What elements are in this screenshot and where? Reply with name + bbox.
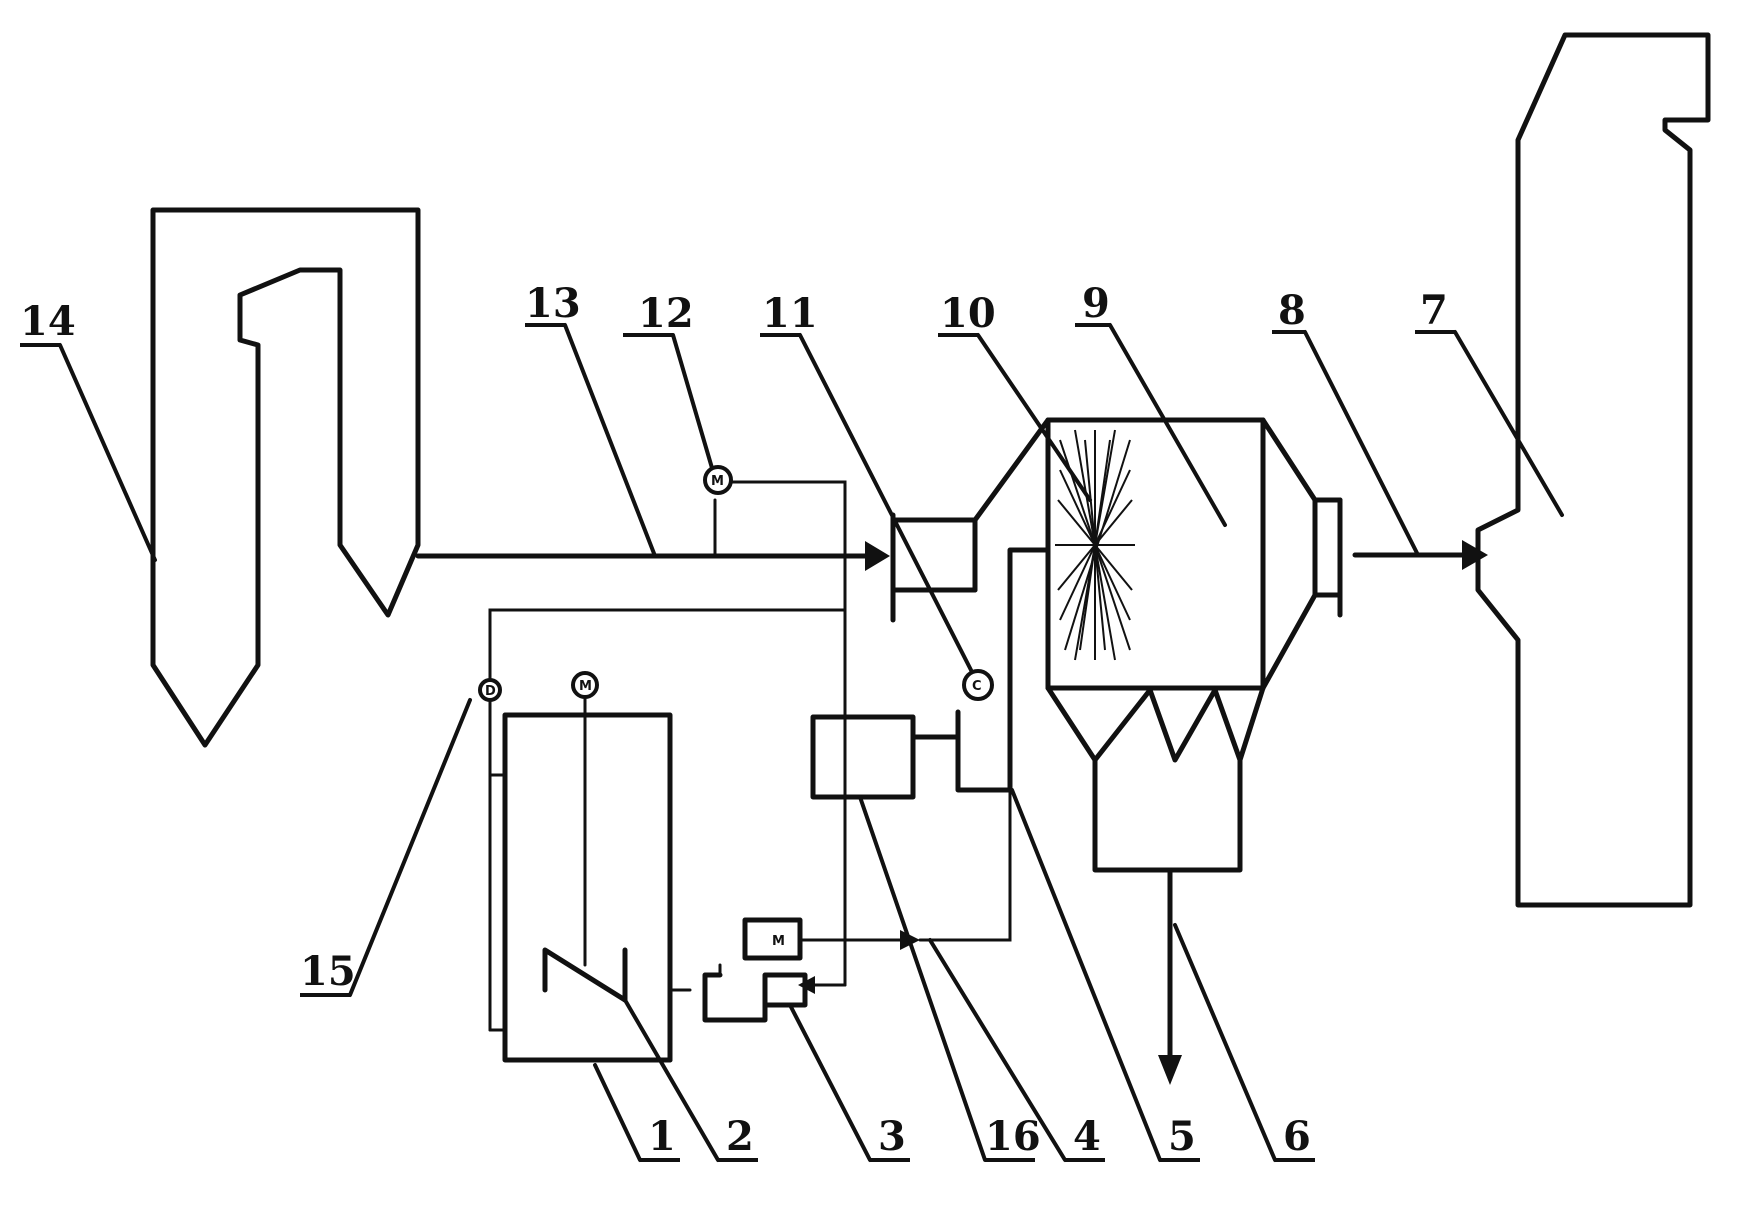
label-14: 14 [20,298,76,345]
electrode-discharge [1055,429,1135,661]
arrow-head [1158,1055,1182,1085]
label-11: 11 [762,290,818,337]
label-5: 5 [1168,1113,1196,1160]
arrow-head [865,541,890,571]
label-7: 7 [1420,287,1448,334]
outlet-duct-8 [1352,540,1488,570]
boiler-14 [150,207,421,748]
callouts: 14 13 12 11 10 9 8 7 15 1 [20,280,1564,1162]
label-15: 15 [300,948,356,995]
control-lines [488,480,847,994]
svg-text:D: D [485,684,496,699]
discharge-pipe-6 [1158,867,1182,1085]
label-16: 16 [985,1113,1041,1160]
label-8: 8 [1278,287,1306,334]
agitator-2: M [542,671,628,1003]
label-4: 4 [1073,1113,1101,1160]
main-duct-13 [415,512,978,623]
dust-collector-9 [972,417,1343,873]
gauge-12: M [703,465,733,495]
tank-1: D [478,678,692,1063]
chimney-7 [1475,32,1711,908]
label-12: 12 [638,290,694,337]
pump-3: M [702,917,1012,1023]
label-10: 10 [940,290,996,337]
label-2: 2 [726,1113,754,1160]
label-1: 1 [648,1113,676,1160]
label-6: 6 [1283,1113,1311,1160]
label-13: 13 [525,280,581,327]
label-9: 9 [1082,280,1110,327]
svg-text:M: M [711,474,724,489]
svg-text:M: M [772,934,785,949]
svg-text:M: M [579,679,592,694]
svg-text:C: C [972,679,982,694]
controller-box-16: C [810,547,1051,937]
label-3: 3 [878,1113,906,1160]
arrow-head [1462,540,1488,570]
